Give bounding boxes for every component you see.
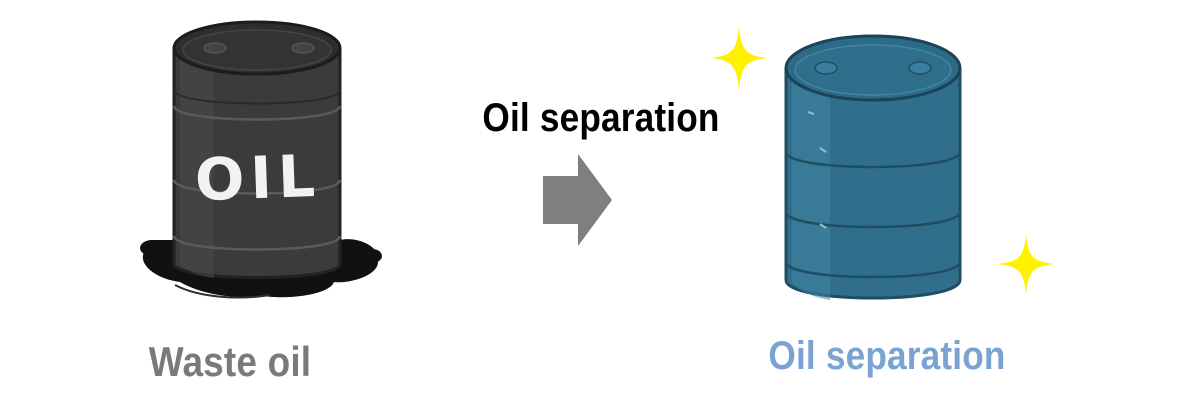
waste-oil-barrel: OIL: [140, 20, 382, 299]
sparkle-icon: [710, 26, 768, 90]
clean-oil-barrel: [784, 34, 962, 300]
waste-oil-caption: Waste oil: [148, 338, 312, 385]
barrel-cap-right: [291, 42, 315, 54]
barrel-body: [172, 48, 342, 279]
right-arrow-icon: [543, 154, 612, 246]
barrel-cap-left: [203, 42, 227, 54]
barrel-cap-right: [908, 61, 932, 75]
separated-oil-caption: Oil separation: [768, 334, 1006, 378]
process-arrow: [543, 154, 612, 246]
process-label: Oil separation: [482, 96, 720, 140]
sparkle-icon: [996, 234, 1056, 296]
barrel-cap-left: [814, 61, 838, 75]
barrel-stencil-text: OIL: [194, 142, 322, 214]
